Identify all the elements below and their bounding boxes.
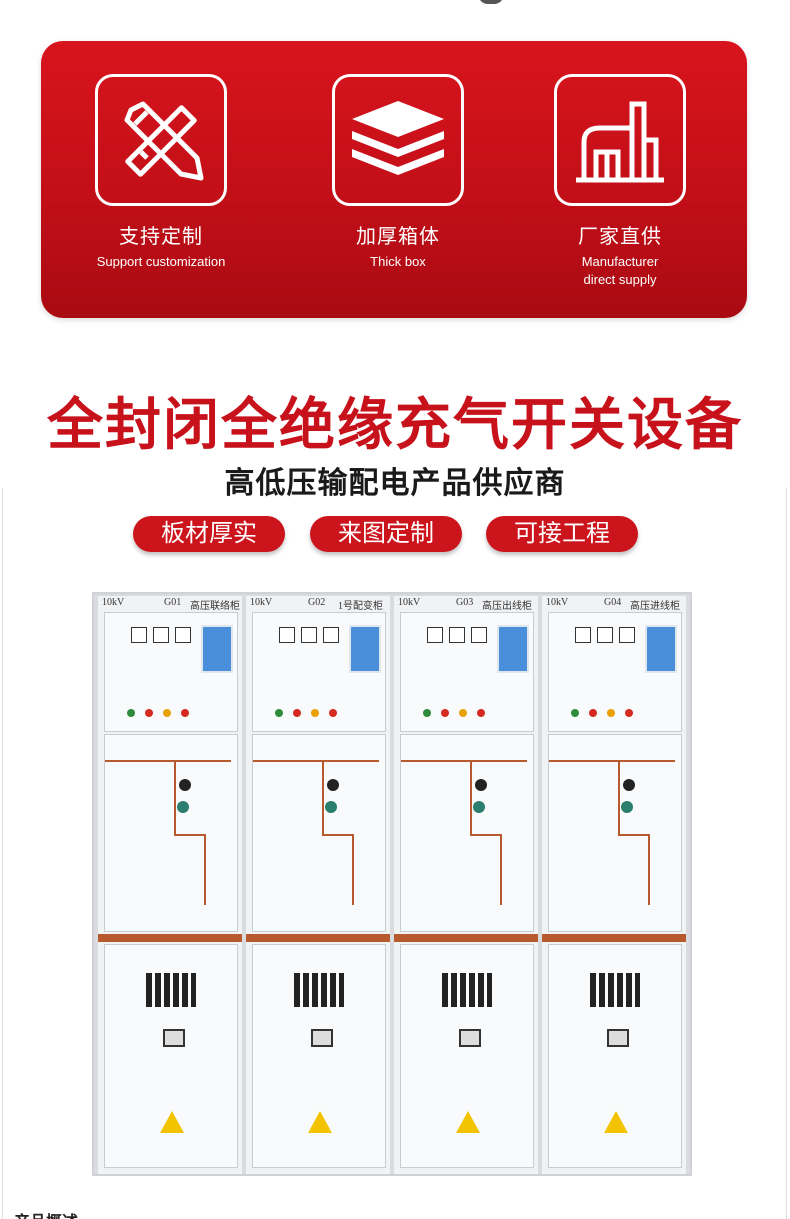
cabinet-g02: 10kV G02 1号配变柜 xyxy=(246,596,390,1174)
feature-title: 厂家直供 xyxy=(578,226,662,248)
mechanism-panel xyxy=(400,734,534,932)
tag-badge: 板材厚实 xyxy=(133,516,285,552)
cable-compartment xyxy=(400,944,534,1168)
page-headline: 全封闭全绝缘充气开关设备 xyxy=(47,393,743,458)
cabinet-header: 10kV G04 高压进线柜 xyxy=(546,597,680,612)
page-subheadline: 高低压输配电产品供应商 xyxy=(224,466,566,501)
instrument-panel xyxy=(104,612,238,732)
factory-icon xyxy=(554,74,686,206)
instrument-panel xyxy=(400,612,534,732)
feature-subtitle: Manufacturer direct supply xyxy=(581,254,659,287)
cable-compartment xyxy=(252,944,386,1168)
divider xyxy=(2,488,3,1219)
pencil-ruler-icon xyxy=(95,74,227,206)
cabinet-g04: 10kV G04 高压进线柜 xyxy=(542,596,686,1174)
mechanism-panel xyxy=(252,734,386,932)
layers-icon xyxy=(332,74,464,206)
switchgear-photo: 10kV G01 高压联络柜 10kV G02 1号配变柜 xyxy=(92,592,692,1176)
mechanism-panel xyxy=(548,734,682,932)
feature-subtitle: Thick box xyxy=(370,254,426,269)
feature-title: 支持定制 xyxy=(119,226,203,248)
feature-thick-box: 加厚箱体 Thick box xyxy=(318,74,478,271)
cabinet-header: 10kV G02 1号配变柜 xyxy=(250,597,383,612)
cabinet-header: 10kV G03 高压出线柜 xyxy=(398,597,532,612)
instrument-panel xyxy=(548,612,682,732)
instrument-panel xyxy=(252,612,386,732)
tag-badge: 来图定制 xyxy=(310,516,462,552)
feature-direct-supply: 厂家直供 Manufacturer direct supply xyxy=(540,74,700,289)
divider xyxy=(786,488,787,1219)
cable-compartment xyxy=(104,944,238,1168)
top-decoration xyxy=(478,0,504,4)
feature-banner: 支持定制 Support customization 加厚箱体 Thick bo… xyxy=(41,41,747,318)
feature-subtitle: Support customization xyxy=(96,254,226,269)
cabinet-g03: 10kV G03 高压出线柜 xyxy=(394,596,538,1174)
feature-title: 加厚箱体 xyxy=(356,226,440,248)
section-heading: 产品概述 xyxy=(14,1208,78,1219)
cable-compartment xyxy=(548,944,682,1168)
tag-badge: 可接工程 xyxy=(486,516,638,552)
cabinet-g01: 10kV G01 高压联络柜 xyxy=(98,596,242,1174)
cabinet-header: 10kV G01 高压联络柜 xyxy=(102,597,240,612)
mechanism-panel xyxy=(104,734,238,932)
feature-customization: 支持定制 Support customization xyxy=(81,74,241,271)
